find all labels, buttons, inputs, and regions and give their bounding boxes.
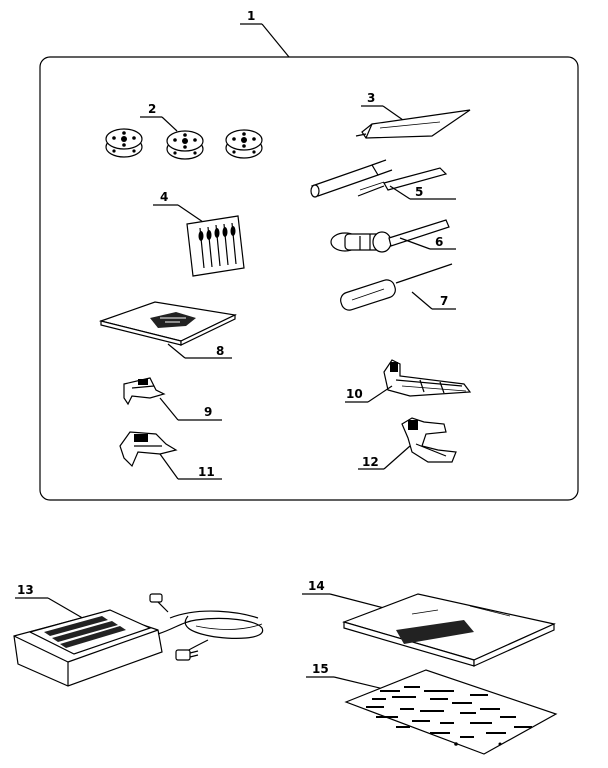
instruction-book: 14 (302, 579, 556, 667)
callout-11: 11 (198, 465, 215, 479)
callout-2: 2 (148, 102, 156, 116)
callout-8: 8 (216, 344, 224, 358)
callout-7: 7 (440, 294, 448, 308)
callout-14: 14 (308, 579, 325, 593)
bobbin-1 (105, 128, 143, 158)
bobbins: 2 (105, 102, 263, 160)
presser-foot-9: 9 (123, 377, 222, 421)
instruction-sheet: 15 (306, 662, 558, 755)
lint-brush: 5 (310, 159, 456, 200)
callout-10: 10 (346, 387, 363, 401)
foot-control: 13 (13, 583, 264, 687)
presser-foot-12: 12 (358, 417, 457, 470)
presser-foot-11: 11 (119, 431, 222, 480)
bobbin-2 (166, 130, 204, 160)
screwdriver: 7 (340, 263, 456, 311)
callout-5: 5 (415, 185, 423, 199)
callout-4: 4 (160, 190, 168, 204)
darning-plate: 8 (98, 301, 237, 359)
bobbin-3 (225, 129, 263, 159)
buttonhole-foot: 10 (345, 359, 472, 403)
callout-13: 13 (17, 583, 34, 597)
callout-3: 3 (367, 91, 375, 105)
callout-1: 1 (247, 9, 255, 23)
callout-15: 15 (312, 662, 329, 676)
callout-9: 9 (204, 405, 212, 419)
callout-12: 12 (362, 455, 379, 469)
callout-6: 6 (435, 235, 443, 249)
needle-pack: 4 (153, 190, 245, 277)
seam-ripper: 3 (355, 91, 471, 139)
accessory-box: 1 (39, 9, 579, 501)
disc-screwdriver: 6 (330, 219, 456, 253)
